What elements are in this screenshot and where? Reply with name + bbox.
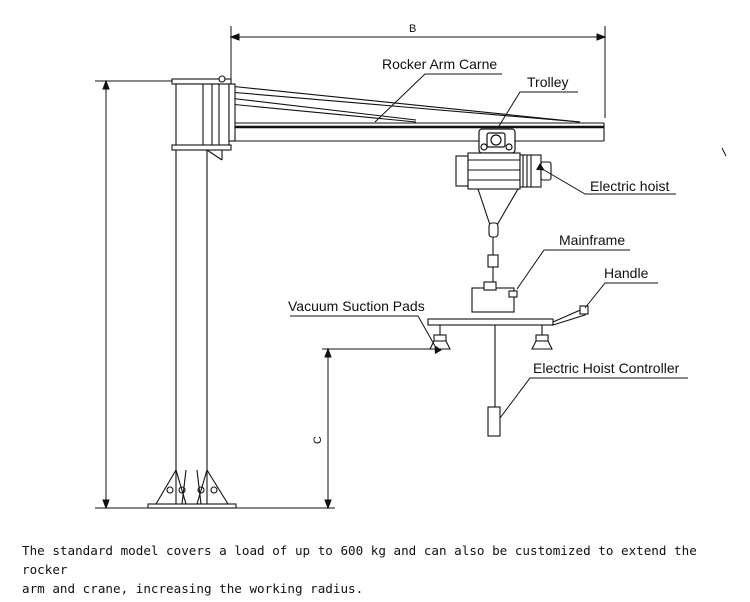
- label-trolley: Trolley: [527, 74, 569, 90]
- label-vacuum-suction-pads: Vacuum Suction Pads: [288, 298, 425, 314]
- rocker-arm: [228, 83, 605, 142]
- trolley: [478, 128, 516, 154]
- label-handle: Handle: [604, 265, 649, 281]
- label-electric-hoist-controller: Electric Hoist Controller: [533, 360, 680, 376]
- vacuum-suction-pads: [429, 325, 553, 350]
- pillar: [171, 75, 232, 470]
- dimension-c-label: C: [312, 436, 324, 444]
- hoist-controller: [487, 325, 501, 437]
- electric-hoist: [455, 152, 552, 190]
- dimension-b: [229, 26, 607, 118]
- height-dimension: [95, 79, 175, 510]
- caption-line-1: The standard model covers a load of up t…: [22, 543, 705, 577]
- label-electric-hoist: Electric hoist: [590, 178, 669, 194]
- spreader-bar: [427, 305, 589, 326]
- caption-line-2: arm and crane, increasing the working ra…: [22, 581, 364, 596]
- dimension-c: [236, 347, 432, 510]
- jib-crane-diagram: B C: [95, 23, 727, 510]
- caption: The standard model covers a load of up t…: [22, 541, 734, 598]
- hoist-cable: [477, 188, 519, 288]
- pillar-base: [147, 469, 237, 509]
- label-rocker-arm: Rocker Arm Carne: [382, 56, 497, 72]
- mainframe: [471, 281, 518, 313]
- dimension-b-label: B: [409, 23, 416, 35]
- label-mainframe: Mainframe: [559, 232, 625, 248]
- callout-leaders: [290, 73, 688, 419]
